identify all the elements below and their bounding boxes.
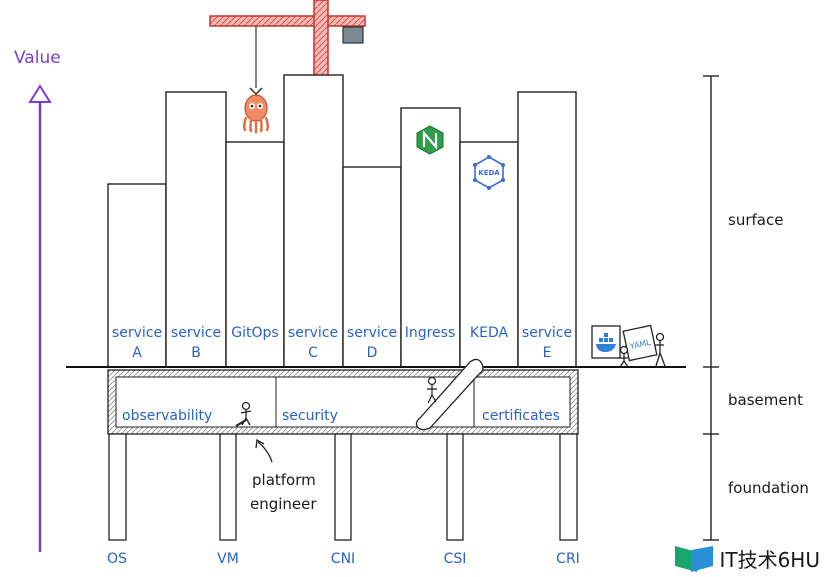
basement-interior bbox=[115, 376, 571, 428]
basement-security: security bbox=[282, 408, 338, 424]
service-towers bbox=[107, 74, 577, 368]
layer-bracket bbox=[703, 75, 719, 541]
service-a-label-line1: service bbox=[112, 325, 162, 341]
pillar-vm bbox=[219, 433, 237, 541]
basement: observability security certificates bbox=[107, 358, 579, 435]
ingress-label: Ingress bbox=[405, 325, 456, 341]
keda-icon: KEDA bbox=[473, 155, 505, 190]
pillar-cni-label: CNI bbox=[331, 551, 355, 567]
service-b-label-line2: B bbox=[191, 345, 201, 361]
crane-mast bbox=[313, 0, 329, 77]
platform-engineer-annotation: platform engineer bbox=[250, 438, 317, 513]
crane-hook bbox=[249, 87, 263, 96]
platform-engineer-figure bbox=[235, 401, 252, 427]
pillar-vm-label: VM bbox=[217, 551, 239, 567]
annotation-line2: engineer bbox=[250, 495, 317, 513]
service-e-label-line2: E bbox=[543, 345, 552, 361]
watermark: IT技术6HU bbox=[675, 544, 820, 573]
escalator-figure bbox=[427, 376, 437, 404]
tower-gitops bbox=[225, 141, 285, 368]
pillar-cri bbox=[559, 433, 578, 541]
keda-icon-label: KEDA bbox=[478, 169, 500, 177]
basement-observability: observability bbox=[122, 408, 212, 424]
service-c-label-line2: C bbox=[308, 345, 318, 361]
service-b-label-line1: service bbox=[171, 325, 221, 341]
keda-label: KEDA bbox=[470, 325, 509, 341]
service-d-label-line2: D bbox=[367, 345, 378, 361]
pillar-cni bbox=[334, 433, 352, 541]
escalator bbox=[415, 358, 484, 431]
layer-surface-label: surface bbox=[728, 211, 783, 229]
value-axis-label: Value bbox=[14, 48, 61, 68]
argo-octopus-icon bbox=[242, 94, 270, 134]
service-labels: service A service B GitOps service C ser… bbox=[112, 325, 572, 361]
service-c-label-line1: service bbox=[288, 325, 338, 341]
service-a-label-line2: A bbox=[132, 345, 142, 361]
gitops-label: GitOps bbox=[231, 325, 278, 341]
pillar-os-label: OS bbox=[107, 551, 127, 567]
pillar-labels: OS VM CNI CSI CRI bbox=[107, 551, 580, 567]
watermark-logo-icon bbox=[675, 545, 714, 572]
stick-figure-left bbox=[619, 345, 629, 368]
annotation-arrowhead bbox=[255, 438, 265, 449]
yaml-icon: YAML bbox=[622, 324, 658, 362]
basement-certificates: certificates bbox=[482, 408, 560, 424]
tower-service-e bbox=[517, 91, 577, 368]
pillar-csi-label: CSI bbox=[444, 551, 467, 567]
delivery-figures: YAML bbox=[591, 324, 666, 368]
docker-icon bbox=[591, 325, 621, 359]
pillar-csi bbox=[446, 433, 464, 541]
pillar-cri-label: CRI bbox=[556, 551, 580, 567]
pillar-os bbox=[108, 433, 127, 541]
crane-counterweight bbox=[342, 26, 364, 44]
tower-service-a bbox=[107, 183, 167, 368]
layer-basement-label: basement bbox=[728, 391, 803, 409]
service-d-label-line1: service bbox=[347, 325, 397, 341]
annotation-arrow bbox=[257, 441, 273, 463]
tower-service-c bbox=[283, 74, 344, 368]
service-e-label-line1: service bbox=[522, 325, 572, 341]
stick-figure-right bbox=[655, 332, 666, 367]
value-axis-arrowhead bbox=[28, 84, 52, 103]
watermark-text: IT技术6HU bbox=[719, 548, 820, 572]
layer-foundation-label: foundation bbox=[728, 479, 809, 497]
crane-jib bbox=[209, 15, 366, 27]
nginx-icon bbox=[416, 125, 444, 155]
annotation-line1: platform bbox=[252, 471, 316, 489]
pillars bbox=[108, 433, 578, 541]
value-axis: Value bbox=[14, 48, 61, 552]
